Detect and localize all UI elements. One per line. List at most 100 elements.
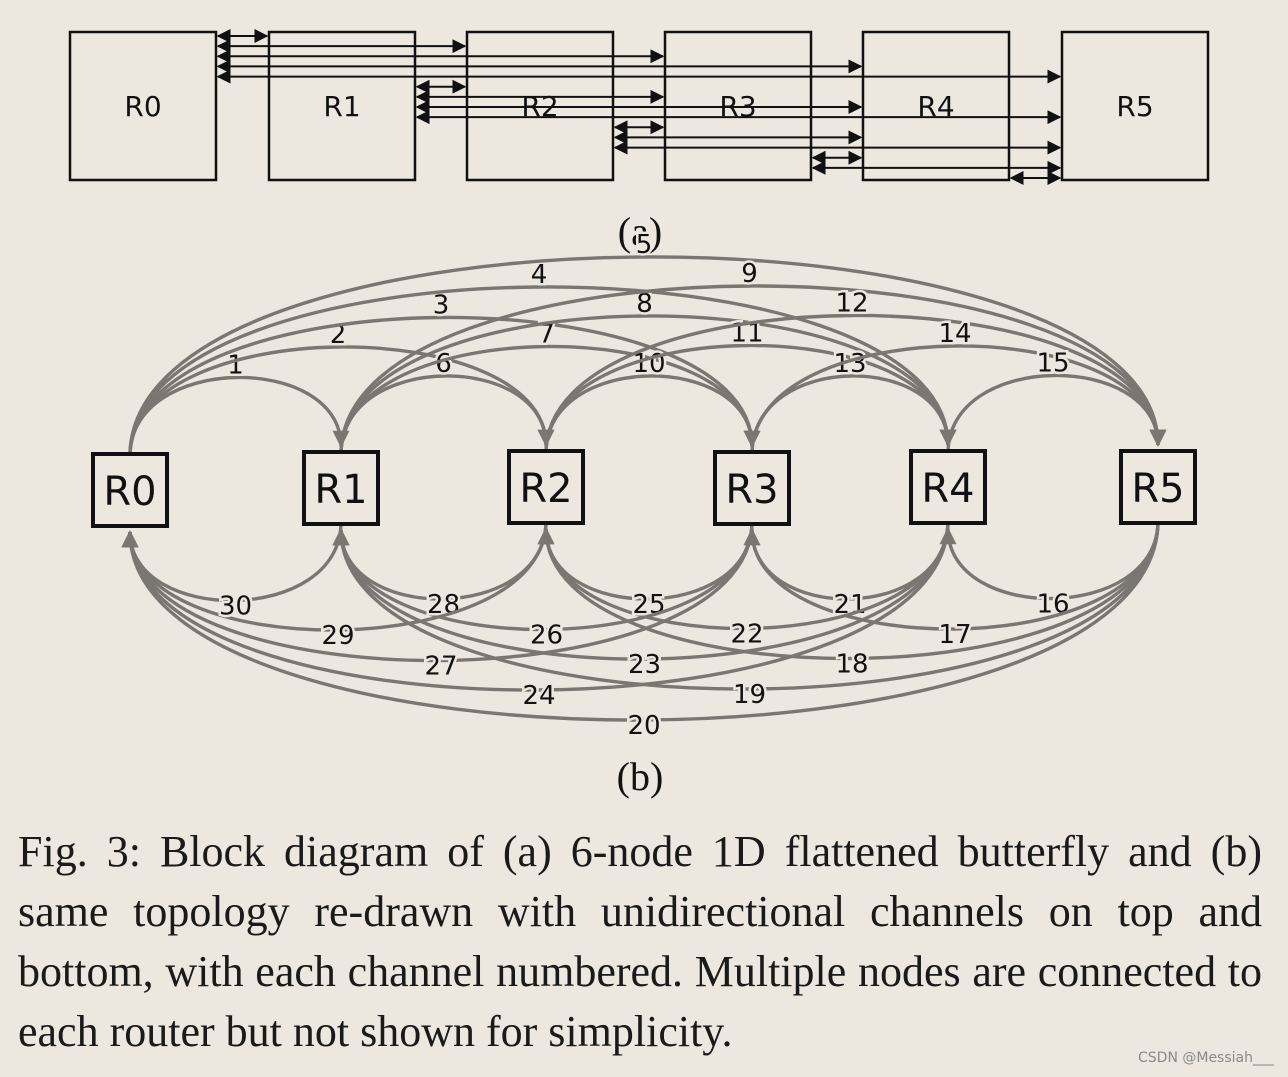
top-channel-15: 15 [946,346,1167,454]
channel-label: 1 [227,351,244,381]
panel-a-router-r1: R1 [267,30,417,182]
bottom-channel-22: 22 [537,520,950,652]
panel-b-router-r5: R5 [1119,449,1197,525]
bottom-channel-30: 30 [121,521,343,624]
channel-label: 22 [730,620,763,650]
channel-label: 8 [636,289,653,319]
bottom-channel-23: 23 [332,520,950,683]
top-channel-2: 2 [128,318,555,457]
panel-b-router-box [1119,449,1197,525]
panel-b-router-label: R0 [103,469,156,515]
top-channel-6: 6 [339,347,555,455]
panel-a-router-label: R0 [124,90,161,123]
channel-curve [537,520,950,631]
top-channel-11: 11 [544,316,957,454]
channel-curve [121,521,343,603]
top-channel-3: 3 [128,288,761,457]
channel-curve [332,520,950,661]
panel-a-routers: R0 R1 R2 R3 R4 R5 [68,30,1210,182]
bottom-channel-20: 20 [121,520,1160,744]
panel-b-router-box [909,449,987,525]
channel-curve [332,521,754,632]
channel-label: 18 [835,650,868,680]
bottom-channel-28: 28 [332,520,548,623]
panel-b-router-label: R5 [1131,466,1184,512]
channel-label: 23 [628,650,661,680]
channel-label: 16 [1036,590,1069,620]
channel-label: 4 [531,260,548,290]
panel-b-router-label: R4 [921,466,974,512]
panel-b-router-r3: R3 [713,450,791,526]
panel-a-router-label: R1 [323,90,360,123]
panel-b-router-label: R1 [314,467,367,513]
top-channel-4: 4 [128,258,957,457]
panel-a-router-r2: R2 [465,30,615,182]
panel-a-sublabel: (a) [618,209,662,254]
channel-label: 9 [741,259,758,289]
channel-curve [128,315,761,457]
panel-a-router-label: R3 [719,90,756,123]
panel-a-links [216,29,1062,185]
channel-curve [121,521,754,663]
channel-curve [121,520,950,692]
panel-a-router-label: R2 [521,90,558,123]
figure-caption: Fig. 3: Block diagram of (a) 6-node 1D f… [18,827,1262,1056]
channel-label: 6 [435,349,452,379]
top-channel-12: 12 [544,286,1167,454]
channel-label: 27 [424,652,457,682]
channel-label: 26 [530,621,563,651]
channel-label: 5 [636,230,653,260]
panel-a-router-box [861,30,1011,182]
channel-label: 7 [538,320,555,350]
top-channel-8: 8 [339,287,957,455]
bottom-channel-17: 17 [743,520,1160,653]
panel-a-router-r4: R4 [861,30,1011,182]
panel-b-router-box [91,452,169,528]
panel-b-router-box [713,450,791,526]
panel-a-router-box [1060,30,1210,182]
panel-b-router-label: R2 [519,466,572,512]
channel-curve [128,255,1167,457]
bottom-channel-19: 19 [332,520,1160,713]
panel-a-router-box [465,30,615,182]
channel-curve [332,520,1160,691]
channel-curve [946,373,1167,454]
bottom-channel-25: 25 [537,521,754,623]
channel-curve [121,520,548,632]
top-channel-14: 14 [750,317,1167,455]
channel-curve [339,344,761,455]
panel-a-router-box [267,30,417,182]
panel-a-router-r5: R5 [1060,30,1210,182]
panel-b-router-box [507,449,585,525]
top-channel-13: 13 [750,347,957,455]
channel-curve [128,285,957,457]
panel-b-router-r2: R2 [507,449,585,525]
top-channel-7: 7 [339,317,761,455]
top-channel-5: 5 [128,228,1167,457]
bottom-channel-21: 21 [743,520,950,623]
panel-b-routers: R0 R1 R2 R3 R4 R5 [91,449,1197,528]
channel-label: 15 [1036,349,1069,379]
panel-b-router-r1: R1 [302,450,380,526]
channel-label: 3 [433,291,450,321]
panel-b-router-r0: R0 [91,452,169,528]
channel-curve [544,313,1167,454]
channel-curve [750,344,1167,455]
panel-b-sublabel: (b) [617,754,664,799]
panel-b-router-label: R3 [725,467,778,513]
channel-curve [339,314,957,455]
channel-label: 30 [219,592,252,622]
bottom-channel-24: 24 [121,520,950,714]
panel-b-router-r4: R4 [909,449,987,525]
channel-label: 19 [733,680,766,710]
bottom-channel-18: 18 [537,520,1160,682]
bottom-channel-29: 29 [121,520,548,654]
channel-label: 20 [627,711,660,741]
top-channel-1: 1 [128,348,350,457]
channel-label: 29 [321,621,354,651]
top-channel-10: 10 [544,347,761,454]
